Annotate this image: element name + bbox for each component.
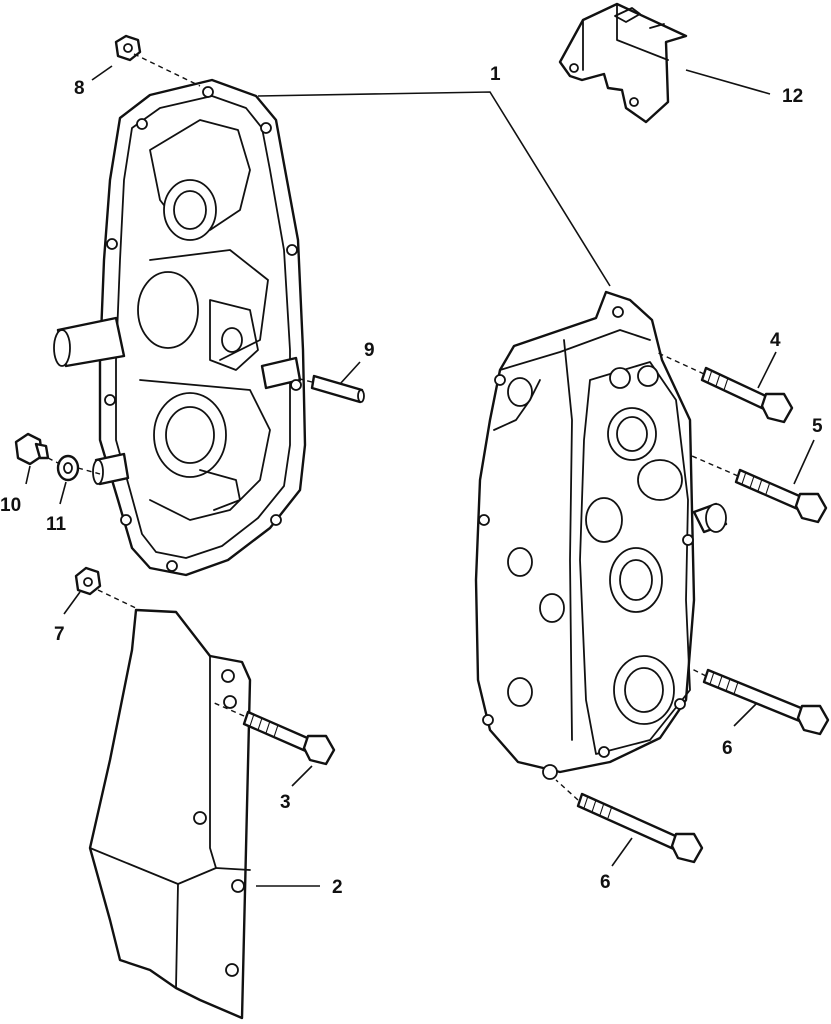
left-crankcase-half bbox=[53, 78, 307, 577]
callout-labels: 1 2 3 4 5 6 6 7 8 9 10 11 12 bbox=[0, 64, 823, 898]
callout-10: 10 bbox=[0, 495, 21, 516]
callout-1: 1 bbox=[490, 64, 501, 85]
right-crankcase-half bbox=[474, 290, 728, 780]
dowel-pin-part-9 bbox=[310, 374, 365, 404]
callout-9: 9 bbox=[364, 340, 375, 361]
callout-2: 2 bbox=[332, 877, 343, 898]
bolt-part-3 bbox=[242, 710, 336, 766]
cover-plate-part-2 bbox=[88, 608, 252, 1020]
callout-12: 12 bbox=[782, 86, 803, 107]
drain-plug-part-10 bbox=[14, 432, 50, 466]
bolt-part-5 bbox=[734, 468, 828, 524]
alignment-lines bbox=[47, 53, 739, 801]
callout-11: 11 bbox=[46, 514, 67, 535]
washer-part-7 bbox=[74, 566, 102, 596]
leader-lines bbox=[25, 65, 815, 887]
bracket-part-12 bbox=[558, 2, 688, 124]
callout-5: 5 bbox=[812, 416, 823, 437]
callout-8: 8 bbox=[74, 78, 85, 99]
callout-4: 4 bbox=[770, 330, 781, 351]
callout-6-upper: 6 bbox=[722, 738, 733, 759]
washer-part-11 bbox=[56, 454, 80, 482]
callout-6-lower: 6 bbox=[600, 872, 611, 893]
callout-3: 3 bbox=[280, 792, 291, 813]
bolt-part-4 bbox=[700, 366, 794, 424]
bolt-part-6-lower bbox=[576, 792, 704, 864]
bolt-part-6-upper bbox=[702, 668, 830, 736]
callout-7: 7 bbox=[54, 624, 65, 645]
nut-part-8 bbox=[114, 34, 142, 62]
